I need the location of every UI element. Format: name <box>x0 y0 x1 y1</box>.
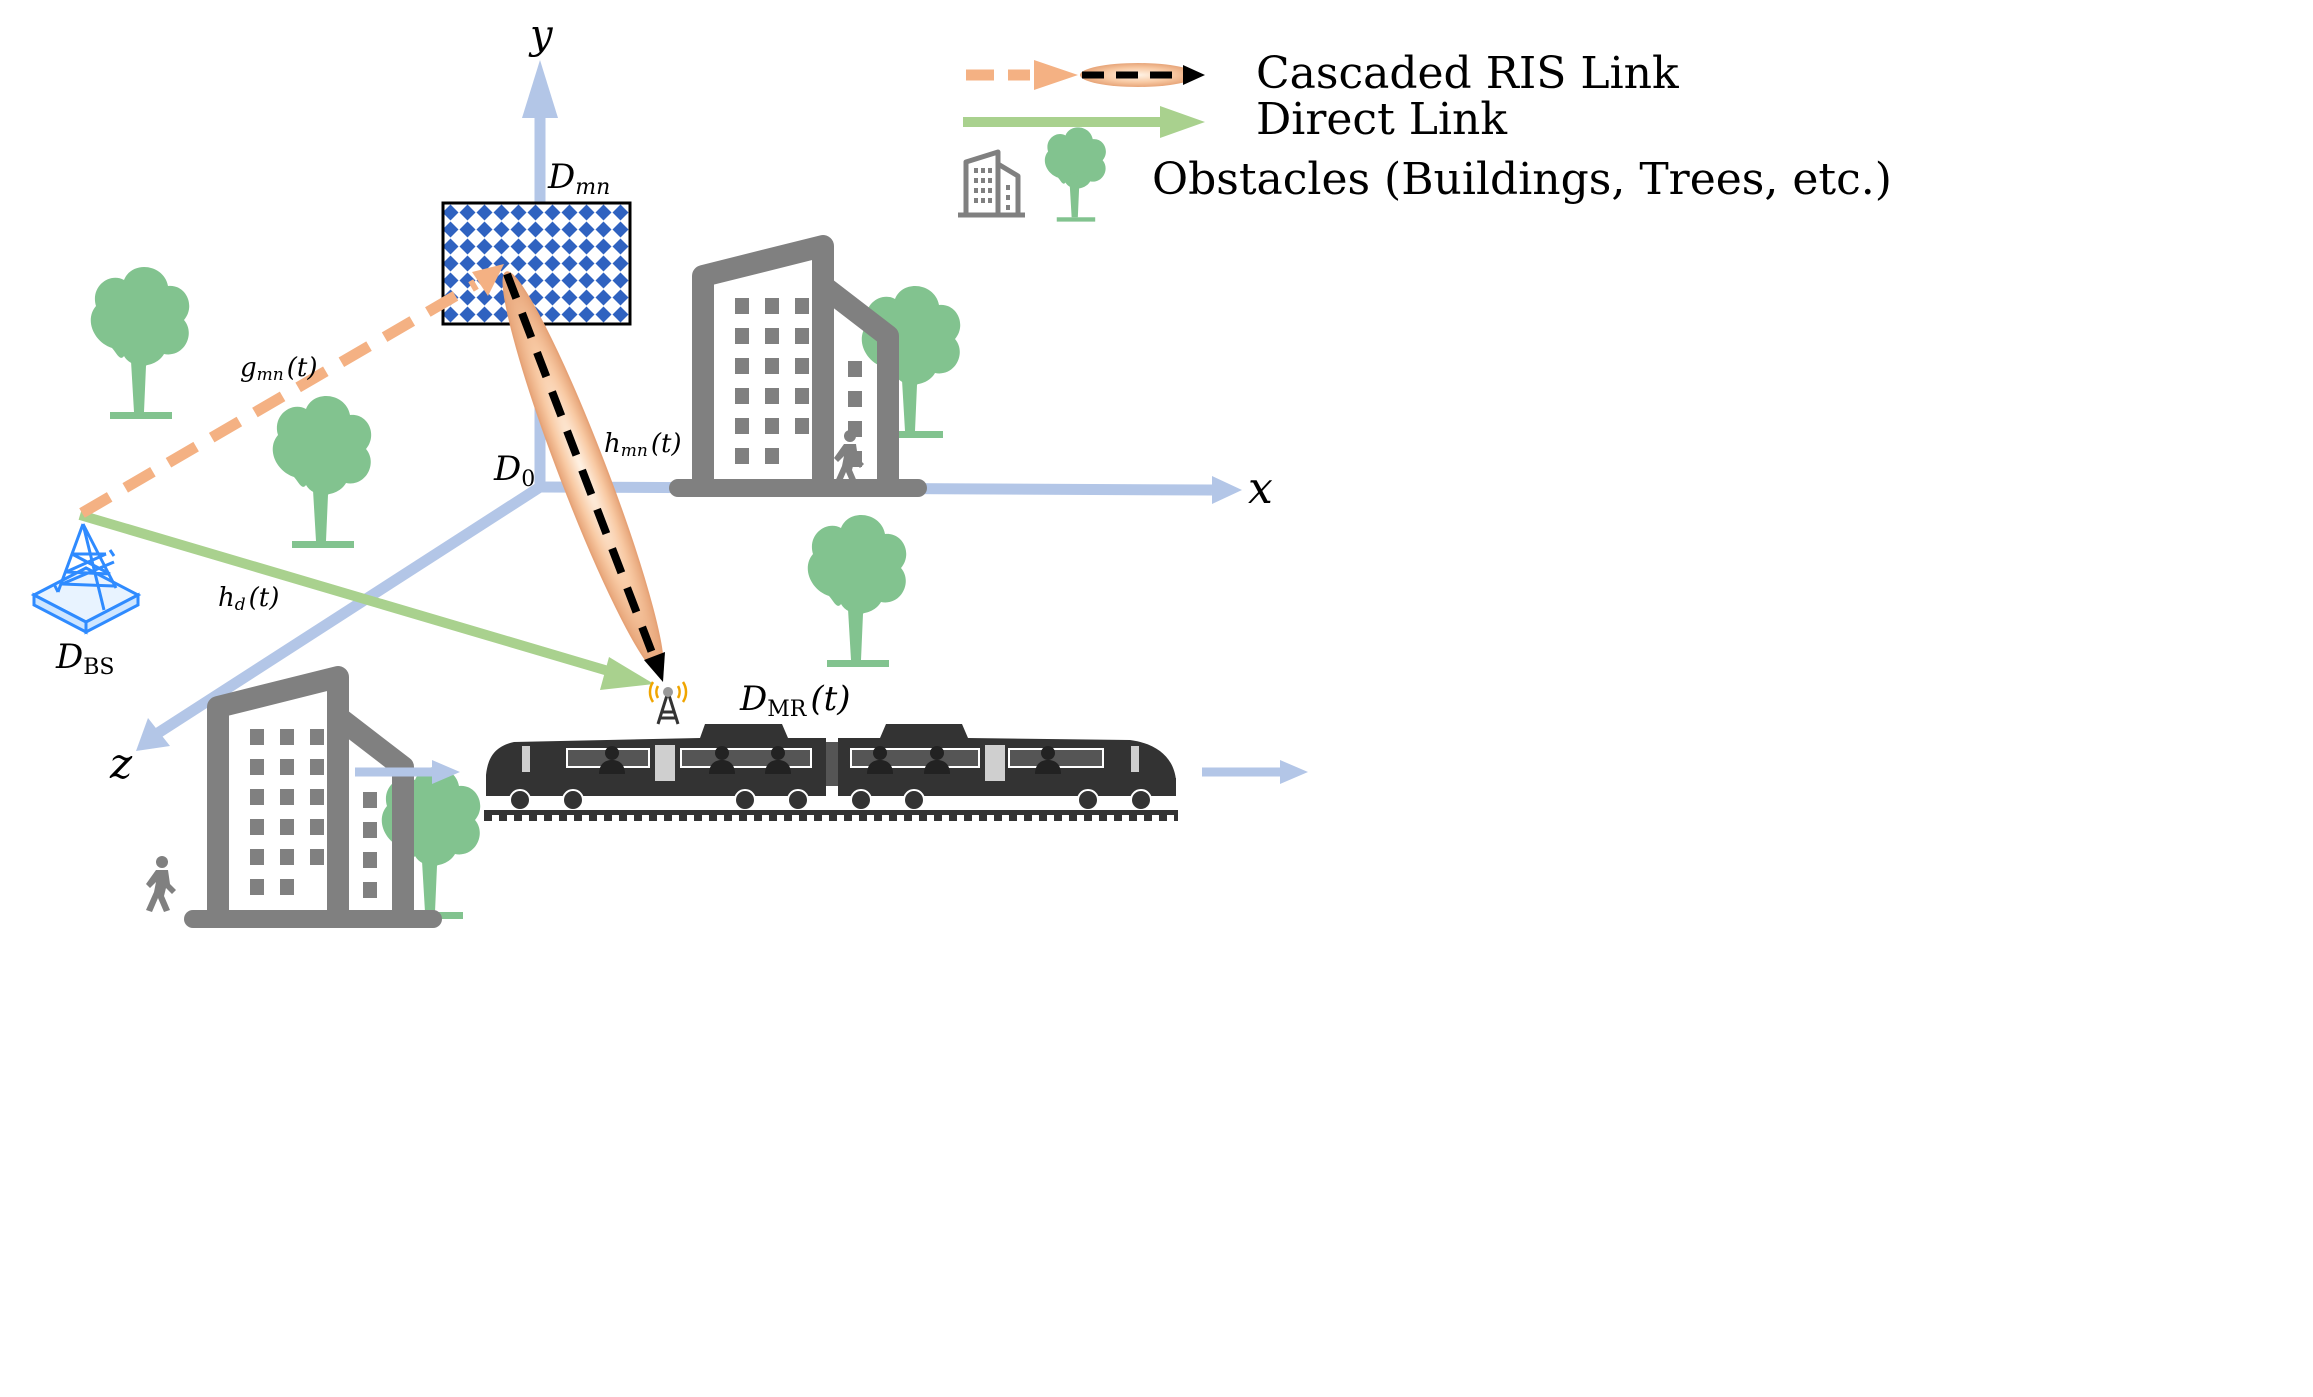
x-axis-arrowhead <box>1212 476 1242 504</box>
tree-icon <box>861 286 961 438</box>
legend: Cascaded RIS Link Direct Link Obstacles … <box>958 48 1892 222</box>
g-link-label: gmn(t) <box>240 353 317 385</box>
z-axis-label: z <box>109 739 133 788</box>
legend-direct-label: Direct Link <box>1256 94 1507 145</box>
y-axis-arrowhead <box>522 60 558 118</box>
ris-panel <box>441 201 632 326</box>
cascaded-link-bs-ris <box>79 264 504 518</box>
y-axis-label: y <box>528 12 554 58</box>
building-icon <box>678 246 918 488</box>
ris-label: Dmn <box>547 157 610 200</box>
h-link-label: hmn(t) <box>604 429 682 461</box>
cascaded-link-ris-mr <box>502 271 665 682</box>
train-direction-arrows <box>355 760 1308 784</box>
legend-cascaded-swatch <box>966 60 1205 90</box>
legend-tree-icon <box>1044 127 1106 222</box>
pedestrian-icon <box>146 856 176 912</box>
mobile-relay-antenna-icon <box>648 681 688 725</box>
legend-cascaded-label: Cascaded RIS Link <box>1256 48 1679 99</box>
mr-label: DMR(t) <box>739 679 851 722</box>
tree-icon <box>90 267 190 419</box>
z-axis <box>155 482 543 738</box>
legend-direct-swatch <box>963 106 1205 138</box>
hd-link-label: hd(t) <box>218 583 279 615</box>
z-axis-arrowhead <box>136 718 170 751</box>
legend-obstacles-label: Obstacles (Buildings, Trees, etc.) <box>1152 154 1892 205</box>
base-station-icon <box>30 523 142 635</box>
tree-icon <box>807 515 907 667</box>
building-icon <box>193 677 433 919</box>
origin-label: D0 <box>493 449 535 492</box>
legend-building-icon <box>958 149 1025 218</box>
direct-link <box>78 510 654 690</box>
train-icon <box>484 724 1178 821</box>
x-axis-label: x <box>1248 463 1273 514</box>
bs-label: DBS <box>55 637 115 680</box>
tree-icon <box>272 396 372 548</box>
